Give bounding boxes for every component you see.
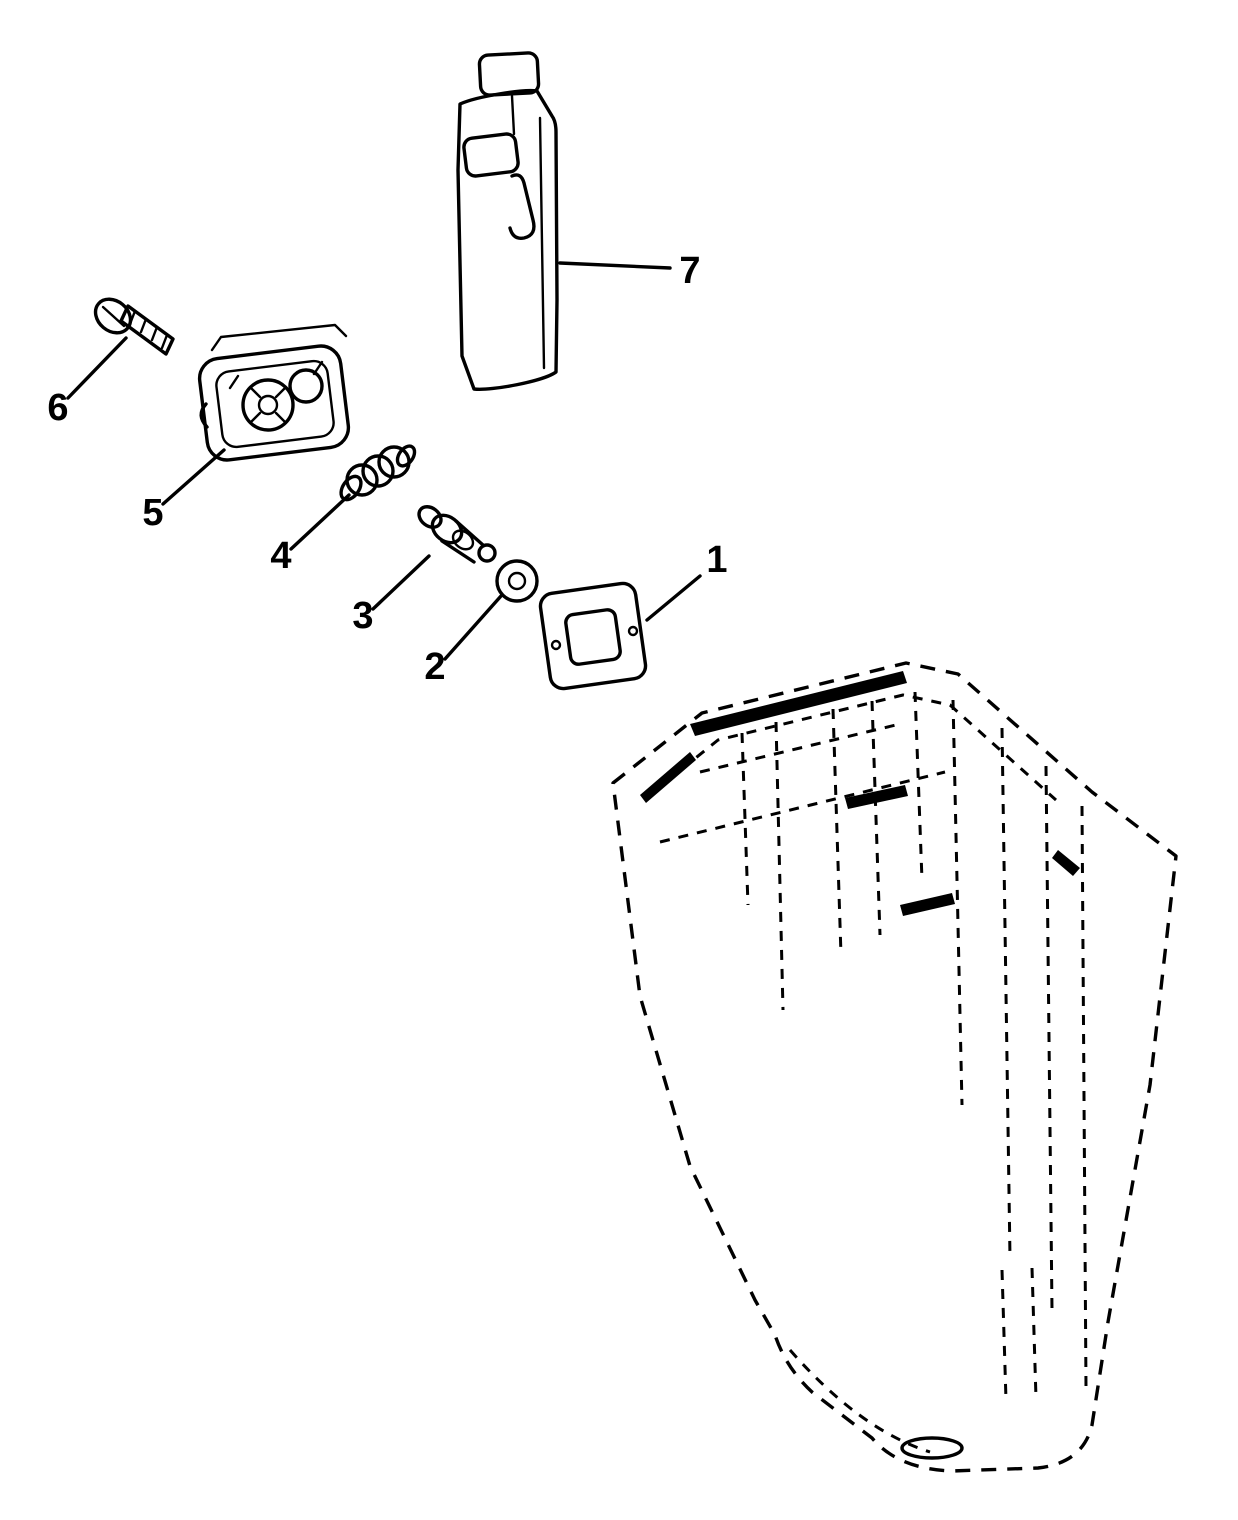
housing-rib-4 — [870, 700, 882, 936]
part-5-top-edge — [210, 323, 348, 352]
part-7-body-outline — [456, 88, 559, 391]
housing-rib-3 — [831, 708, 843, 956]
part-1-gasket-outline — [538, 581, 648, 691]
part-1-bolt-hole-right — [627, 625, 639, 637]
callout-label-3: 3 — [352, 595, 373, 637]
housing-rib-7 — [1000, 727, 1012, 1259]
housing-bottom-inner-curve — [788, 1349, 931, 1454]
part-5-port-spokes — [249, 386, 287, 424]
part-4-tip — [395, 444, 417, 468]
part-3-tip — [477, 543, 497, 563]
part-4-rib-1 — [345, 463, 379, 497]
part-2-washer-outer — [495, 559, 539, 603]
part-5-port-large — [241, 378, 295, 432]
leader-line-2 — [443, 594, 503, 661]
part-3-head — [417, 505, 443, 529]
callout-label-4: 4 — [270, 535, 291, 577]
part-6-thread-lines — [128, 309, 169, 350]
part-7-edge-line — [538, 116, 546, 370]
part-2-washer-hole — [507, 571, 527, 591]
housing-ink-accent-lower — [900, 893, 955, 916]
part-6-screw-head — [93, 297, 133, 335]
part-3-flange — [430, 513, 464, 545]
housing-inner-shelf-upper — [699, 722, 901, 774]
part-5-inner-face — [215, 359, 335, 449]
part-5-hatch-lines — [228, 360, 324, 390]
housing-rib-5 — [913, 691, 924, 881]
part-5-port-large-center — [257, 394, 279, 416]
housing-phantom-view — [611, 661, 1178, 1473]
housing-inner-rim — [651, 693, 1058, 802]
part-4-shape — [339, 444, 417, 502]
part-7-shape — [456, 51, 559, 391]
part-7-hook-slot — [508, 173, 536, 240]
part-5-shape — [197, 323, 351, 462]
leader-line-3 — [371, 554, 431, 611]
housing-ink-accent-right — [1052, 850, 1080, 876]
housing-outer-outline — [611, 661, 1178, 1473]
housing-lower-channel-right — [1030, 1267, 1038, 1399]
callout-label-6: 6 — [47, 387, 68, 429]
part-6-screw-slot — [101, 305, 126, 328]
part-2-shape — [495, 559, 539, 603]
part-4-rib-2 — [361, 454, 395, 488]
part-1-shape — [538, 581, 648, 691]
housing-bottom-boss — [900, 1436, 964, 1460]
part-7-cap-join-line — [510, 94, 516, 136]
callout-label-7: 7 — [679, 250, 700, 292]
part-5-outer-outline — [197, 344, 351, 462]
housing-lower-channel-left — [1000, 1269, 1008, 1401]
part-5-port-small — [288, 368, 324, 404]
part-1-gasket-port — [564, 608, 622, 666]
housing-ink-accent-rim — [690, 671, 907, 736]
housing-rib-8 — [1044, 765, 1054, 1311]
leader-line-1 — [645, 574, 702, 622]
callout-label-1: 1 — [706, 539, 727, 581]
part-6-shape — [93, 297, 175, 356]
leader-line-5 — [161, 448, 226, 506]
part-1-bolt-hole-left — [550, 639, 562, 651]
housing-ink-accent-left-rim — [640, 752, 696, 803]
callout-label-2: 2 — [424, 646, 445, 688]
housing-rib-1 — [740, 732, 750, 906]
part-5-side-notch — [199, 402, 209, 429]
housing-ink-accent-mid — [845, 785, 908, 809]
leader-line-7 — [558, 261, 672, 270]
leader-line-6 — [66, 336, 128, 400]
part-6-screw-shank — [119, 304, 175, 356]
part-7-inner-tab — [462, 132, 520, 178]
leader-line-4 — [289, 493, 351, 551]
housing-rib-9 — [1080, 805, 1088, 1389]
callout-label-5: 5 — [142, 492, 163, 534]
part-3-shape — [417, 505, 497, 564]
part-3-body-lines — [440, 519, 485, 564]
